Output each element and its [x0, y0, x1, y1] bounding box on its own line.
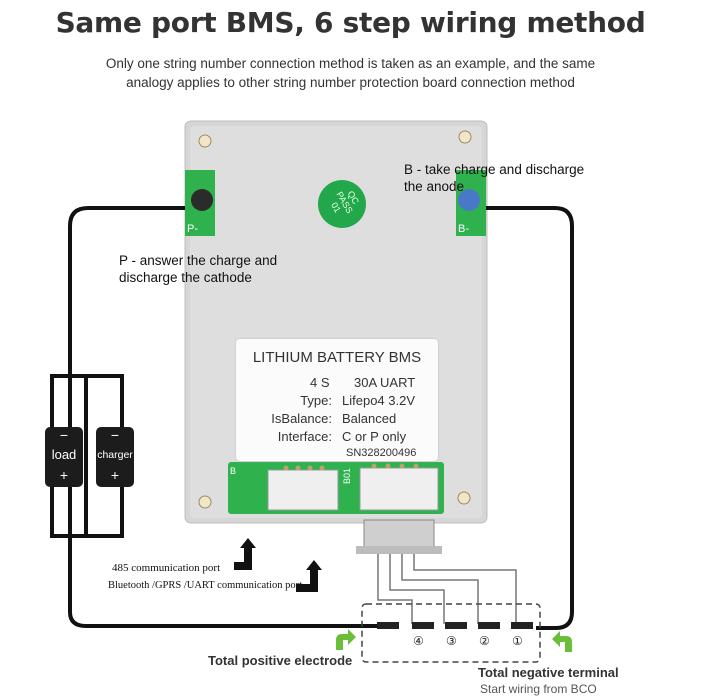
p-pad-hole [191, 189, 213, 211]
uart-plug [363, 519, 435, 551]
subtitle-line-2: analogy applies to other string number p… [126, 75, 575, 90]
cell-3: ③ [446, 634, 457, 648]
subtitle-line-1: Only one string number connection method… [105, 56, 596, 71]
screw [198, 134, 212, 148]
load-minus: − [59, 427, 69, 443]
load-label: load [51, 447, 77, 462]
wire-positive [68, 206, 185, 376]
cell-1: ① [512, 634, 523, 648]
bms-interface-key: Interface: [277, 429, 332, 444]
total-positive-label: Total positive electrode [208, 653, 353, 668]
bms-interface-val: C or P only [342, 429, 407, 444]
bms-balance-val: Balanced [342, 411, 397, 426]
b-annotation: B - take charge and discharge the anode [404, 162, 585, 194]
uart-connector [359, 467, 439, 511]
cell-4: ④ [413, 634, 424, 648]
load-plus: + [59, 467, 69, 483]
bms-series: 4 S [310, 375, 330, 390]
bms-current: 30A UART [354, 375, 416, 390]
bms-balance-key: IsBalance: [271, 411, 332, 426]
b-connector-label: B [230, 466, 236, 476]
screw [198, 495, 212, 509]
p-pad-label: P- [187, 223, 198, 235]
screw [458, 130, 472, 144]
load-pack: − load + [45, 427, 83, 487]
charger-minus: − [110, 427, 120, 443]
page-title: Same port BMS, 6 step wiring method [55, 6, 646, 39]
bms-type-val: Lifepo4 3.2V [342, 393, 416, 408]
comm-bt-label: Bluetooth /GPRS /UART communication port [108, 580, 303, 591]
bms-label-title: LITHIUM BATTERY BMS [252, 349, 422, 366]
p-annotation: P - answer the charge and discharge the … [119, 253, 278, 285]
arrow-negative [552, 631, 572, 652]
balance-connector [267, 469, 339, 511]
bms-serial: SN328200496 [346, 447, 417, 459]
charger-plus: + [110, 467, 120, 483]
b-pad-label: B- [458, 223, 469, 235]
arrow-485 [234, 538, 256, 570]
b-pad-hole [458, 189, 480, 211]
bms-label-card: LITHIUM BATTERY BMS 4 S 30A UART Type: L… [236, 339, 438, 461]
screw [457, 491, 471, 505]
total-negative-label: Total negative terminal [478, 665, 619, 680]
wire-pack-left [68, 376, 380, 628]
wire-negative [486, 206, 574, 630]
comm-485-label: 485 communication port [112, 562, 221, 574]
uart-plug-base [356, 546, 442, 554]
arrow-positive [336, 629, 356, 650]
bms-type-key: Type: [300, 393, 332, 408]
charger-label: charger [97, 449, 133, 461]
charger-pack: − charger + [96, 427, 134, 487]
b01-connector-label: B01 [342, 468, 352, 484]
arrow-bt [296, 560, 322, 592]
cell-2: ② [479, 634, 490, 648]
cell-box [361, 603, 541, 663]
start-wiring-label: Start wiring from BCO [480, 682, 597, 696]
